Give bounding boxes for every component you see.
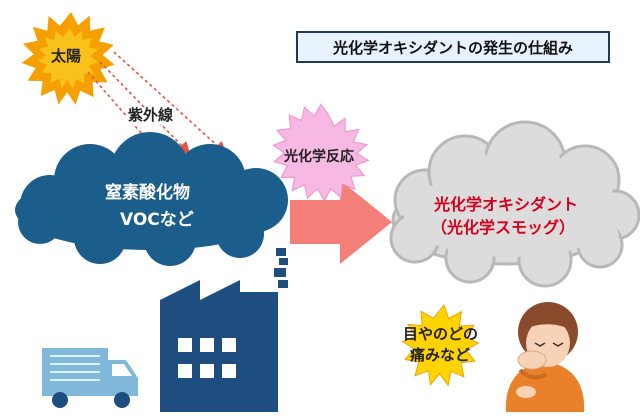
reaction-label: 光化学反応 bbox=[284, 149, 354, 165]
pollutant-label-line2: VOCなど bbox=[120, 210, 194, 230]
pollutant-cloud bbox=[15, 132, 288, 266]
pollutant-label-line1: 窒素酸化物 bbox=[105, 183, 190, 203]
coughing-person bbox=[505, 302, 585, 412]
sun-label: 太陽 bbox=[51, 47, 82, 65]
truck-icon bbox=[42, 348, 138, 408]
oxidant-label-line1: 光化学オキシダント bbox=[434, 195, 579, 214]
title-text: 光化学オキシダントの発生の仕組み bbox=[332, 38, 573, 57]
symptom-label-line1: 目やのどの bbox=[403, 325, 479, 343]
diagram-title: 光化学オキシダントの発生の仕組み bbox=[296, 31, 610, 63]
process-arrow bbox=[290, 180, 392, 264]
reaction-burst bbox=[272, 103, 370, 202]
sun-icon bbox=[21, 12, 115, 105]
factory-icon bbox=[160, 248, 288, 412]
symptom-burst bbox=[401, 303, 480, 387]
oxidant-label-line2: （光化学スモッグ） bbox=[431, 218, 576, 237]
uv-label: 紫外線 bbox=[126, 106, 176, 124]
symptom-label-line2: 痛みなど bbox=[410, 346, 471, 364]
